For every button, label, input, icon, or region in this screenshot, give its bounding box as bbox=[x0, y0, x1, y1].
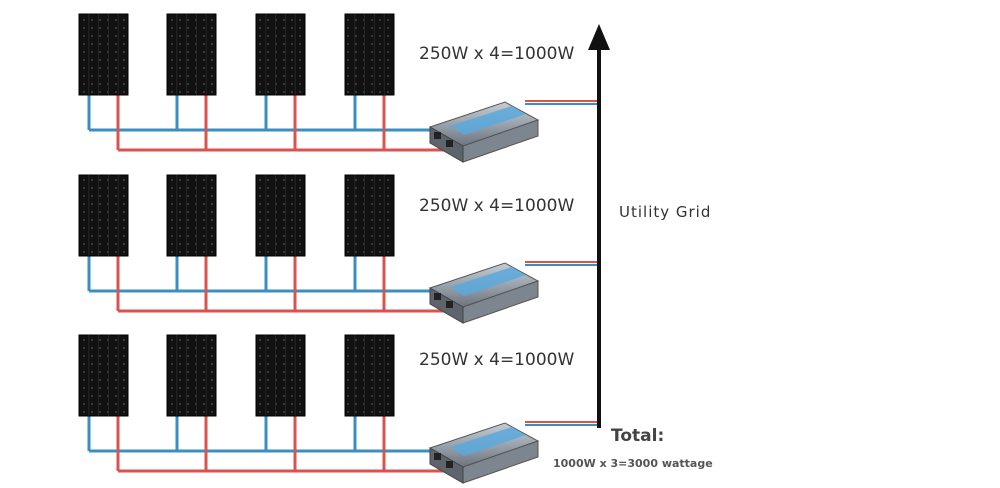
solar-panel bbox=[344, 334, 395, 417]
solar-panel bbox=[78, 174, 129, 257]
solar-panel bbox=[166, 174, 217, 257]
inverter-connector bbox=[446, 140, 453, 147]
total-title: Total: bbox=[611, 426, 665, 446]
row-1-wattage-label: 250W x 4=1000W bbox=[419, 44, 575, 64]
total-detail: 1000W x 3=3000 wattage bbox=[553, 457, 713, 470]
solar-panel bbox=[166, 334, 217, 417]
solar-panel bbox=[255, 334, 306, 417]
solar-panel bbox=[78, 334, 129, 417]
solar-panel bbox=[255, 174, 306, 257]
solar-panel bbox=[166, 13, 217, 96]
inverter-connector bbox=[446, 301, 453, 308]
inverter-stripe bbox=[450, 106, 526, 135]
inverter-stripe bbox=[450, 427, 526, 456]
solar-panel bbox=[255, 13, 306, 96]
inverter-connector bbox=[434, 132, 441, 139]
solar-panel bbox=[344, 13, 395, 96]
inverter-connector bbox=[434, 293, 441, 300]
solar-panel bbox=[78, 13, 129, 96]
grid-arrow-icon bbox=[588, 24, 610, 50]
inverter-stripe bbox=[450, 267, 526, 296]
inverter-connector bbox=[434, 453, 441, 460]
inverter-connector bbox=[446, 461, 453, 468]
solar-panel bbox=[344, 174, 395, 257]
utility-grid-label: Utility Grid bbox=[619, 203, 712, 221]
row-3-wattage-label: 250W x 4=1000W bbox=[419, 350, 575, 370]
row-2-wattage-label: 250W x 4=1000W bbox=[419, 196, 575, 216]
